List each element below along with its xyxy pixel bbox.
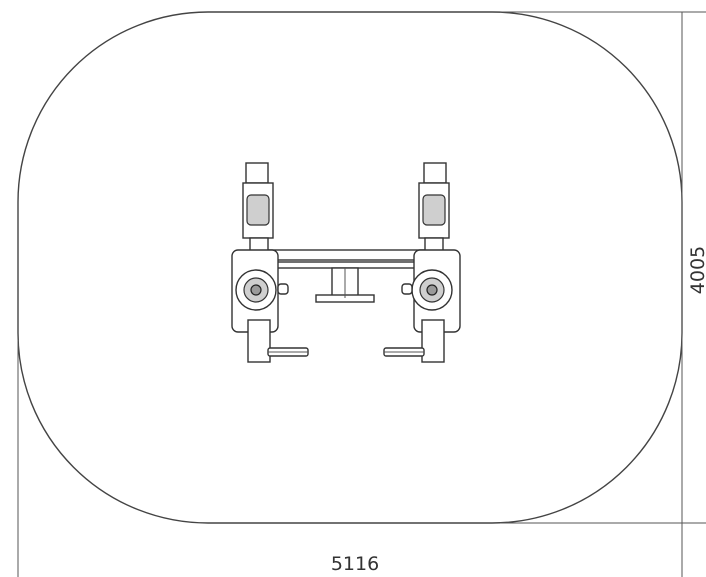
right-column-lower	[421, 319, 445, 363]
center-crossbar	[267, 249, 439, 261]
right-arm-pad	[422, 194, 446, 226]
depth-dimension: 4005	[500, 11, 706, 524]
left-station	[231, 162, 309, 363]
left-wheel-hub	[250, 284, 262, 296]
left-arm-pad	[246, 194, 270, 226]
width-dimension-label: 5116	[331, 553, 379, 575]
width-dimension: 5116	[17, 340, 683, 577]
depth-dimension-label: 4005	[687, 246, 706, 294]
right-wheel-hub	[426, 284, 438, 296]
right-arm-upper	[423, 162, 447, 184]
equipment-top-view	[231, 162, 461, 363]
center-crossbar-lower	[267, 261, 439, 269]
left-column-lower	[247, 319, 271, 363]
left-arm-upper	[245, 162, 269, 184]
left-handle-knob	[277, 283, 289, 295]
right-handle-knob	[401, 283, 413, 295]
right-station	[383, 162, 461, 363]
